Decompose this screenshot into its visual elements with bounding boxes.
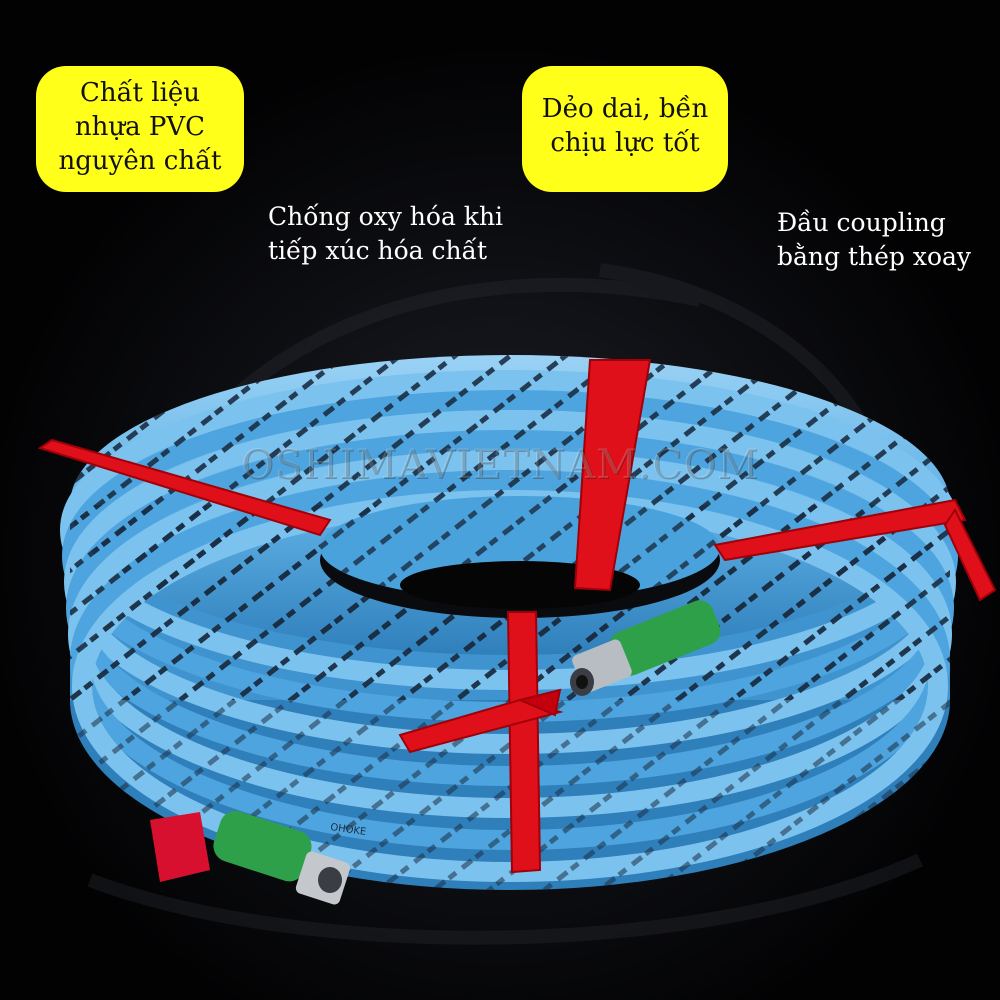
caption-coupling: Đầu coupling bằng thép xoay <box>777 206 971 274</box>
caption-anti-oxidation-line-1: Chống oxy hóa khi <box>268 202 504 231</box>
coupling-right <box>570 600 721 696</box>
callout-material-line-3: nguyên chất <box>58 146 222 176</box>
caption-coupling-line-2: bằng thép xoay <box>777 242 972 271</box>
caption-coupling-line-1: Đầu coupling <box>777 208 946 237</box>
callout-durability: Dẻo dai, bền chịu lực tốt <box>522 66 728 192</box>
callout-material-line-2: nhựa PVC <box>74 112 206 142</box>
callout-durability-line-1: Dẻo dai, bền <box>541 94 709 124</box>
callout-material: Chất liệu nhựa PVC nguyên chất <box>36 66 244 192</box>
coupling-left <box>150 810 351 905</box>
callout-durability-line-2: chịu lực tốt <box>550 128 700 158</box>
red-ties <box>37 359 997 874</box>
caption-anti-oxidation: Chống oxy hóa khi tiếp xúc hóa chất <box>268 200 503 268</box>
caption-anti-oxidation-line-2: tiếp xúc hóa chất <box>268 236 487 265</box>
callout-material-line-1: Chất liệu <box>79 78 201 108</box>
watermark: OSHIMAVIETNAM.COM <box>240 442 760 488</box>
